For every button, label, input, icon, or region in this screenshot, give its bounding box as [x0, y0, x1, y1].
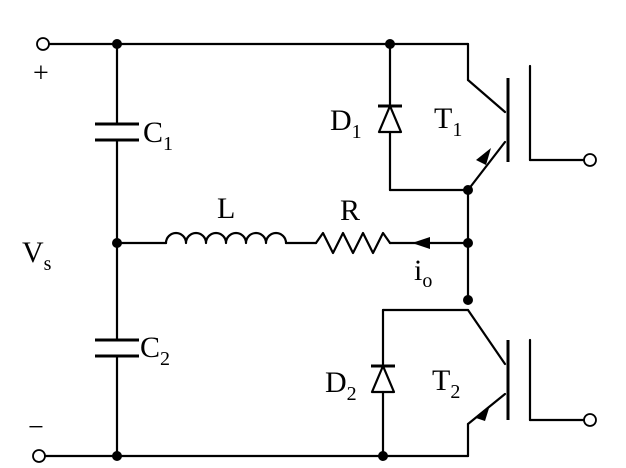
d2-label: D2 [325, 366, 357, 405]
junction-dot [112, 39, 122, 49]
transistor-t2 [466, 308, 597, 427]
transistor-t1 [466, 64, 597, 192]
positive-terminal [36, 37, 50, 51]
junction-dot [463, 295, 473, 305]
diode-d1 [377, 42, 470, 192]
t2-label: T2 [432, 364, 460, 403]
switch-leg [370, 39, 597, 461]
resistor-label: R [340, 194, 360, 227]
junction-dot [378, 451, 388, 461]
plus-sign: + [33, 58, 49, 89]
negative-terminal [32, 449, 46, 463]
junction-dot [463, 238, 473, 248]
c2-label: C2 [140, 331, 170, 370]
t1-gate-terminal [583, 153, 597, 167]
inductor-l [164, 231, 288, 245]
current-arrow-io [412, 237, 430, 249]
minus-sign: − [28, 412, 44, 443]
junction-dot [112, 451, 122, 461]
inductor-label: L [217, 192, 235, 225]
t1-label: T1 [434, 102, 462, 141]
vs-label: Vs [22, 236, 52, 275]
load-branch [115, 231, 470, 255]
capacitor-c2 [95, 338, 139, 358]
d1-label: D1 [330, 104, 362, 143]
junction-dot [463, 185, 473, 195]
diode-d2 [370, 308, 470, 458]
left-rail [32, 37, 470, 463]
t2-gate-terminal [583, 413, 597, 427]
labels: + − Vs C1 C2 D1 D2 T1 T2 L R io [22, 58, 462, 443]
junction-dot [385, 39, 395, 49]
resistor-r [314, 231, 392, 255]
capacitor-c1 [95, 122, 139, 142]
c1-label: C1 [143, 116, 173, 155]
current-label: io [414, 254, 432, 292]
